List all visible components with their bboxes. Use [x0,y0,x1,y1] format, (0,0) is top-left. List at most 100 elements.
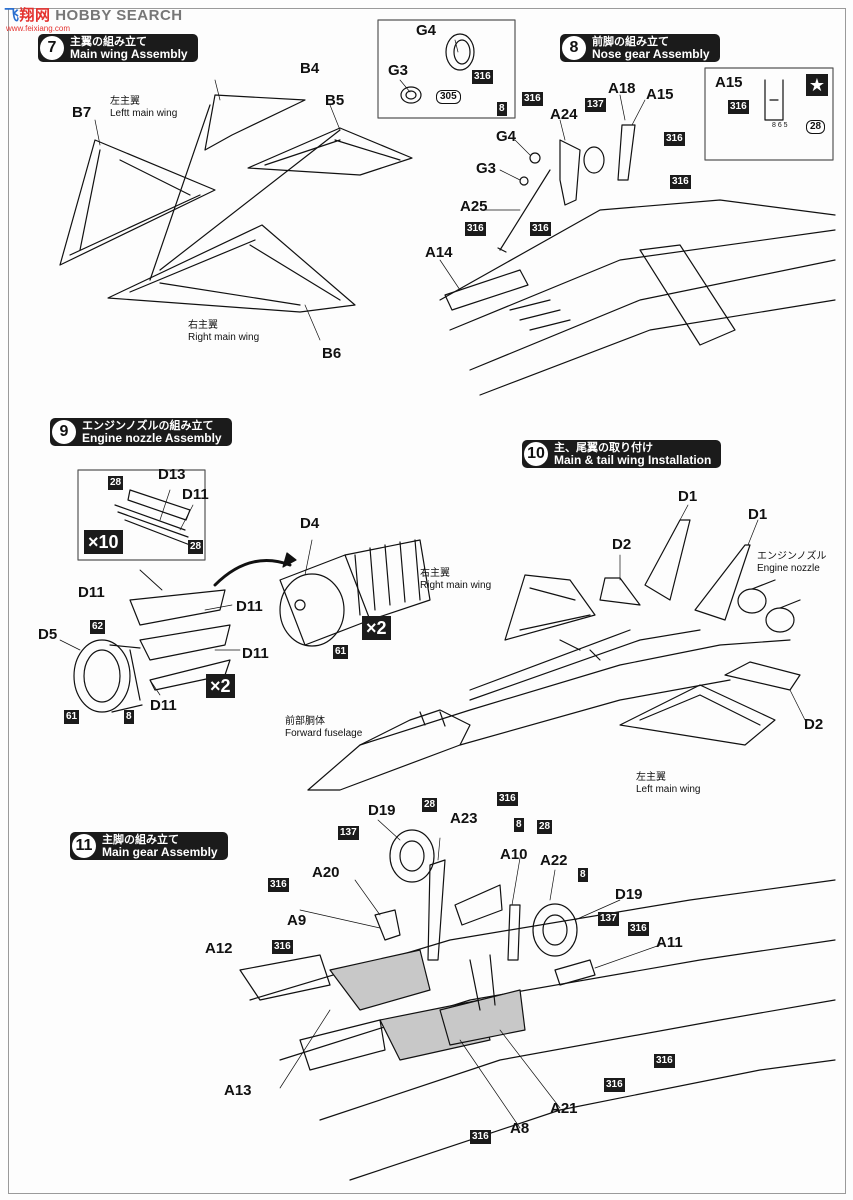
paint-code: 316 [465,222,486,236]
step-9-number: 9 [52,420,76,444]
part-label: D1 [748,506,768,523]
part-label: A15 [715,74,743,91]
paint-code: 316 [670,175,691,189]
step-10-title-en: Main & tail wing Installation [554,453,712,467]
part-label: A11 [656,934,683,951]
step10-drawing [307,519,801,791]
part-label: D11 [182,486,209,503]
multiplier-badge: ×2 [206,674,235,698]
step8-drawing [439,124,836,396]
paint-code: 316 [604,1078,625,1092]
paint-code: 316 [497,792,518,806]
part-label: A12 [205,940,233,957]
leader-lines [59,39,806,1129]
paint-code: 137 [585,98,606,112]
paint-code: 8 [578,868,588,882]
part-label: A10 [500,846,528,863]
step-8-title-jp: 前脚の組み立て [592,36,669,48]
part-label: B7 [72,104,92,121]
part-label: A21 [550,1100,578,1117]
part-label: A14 [425,244,453,261]
paint-code: 316 [268,878,289,892]
part-label: D13 [158,466,186,483]
step-11-number: 11 [72,834,96,858]
part-label: D4 [300,515,320,532]
part-label: A8 [510,1120,530,1137]
paint-code: 316 [628,922,649,936]
part-label: A24 [550,106,578,123]
part-label: B6 [322,345,342,362]
part-label: B4 [300,60,320,77]
box-marks: 8 6 5 [772,122,788,129]
paint-code: 28 [108,476,124,490]
paint-code: 316 [664,132,685,146]
step11-drawing [239,829,836,1181]
paint-code: 316 [530,222,551,236]
part-label: A15 [646,86,674,103]
paint-code: 61 [333,645,349,659]
step-10-title-jp: 主、尾翼の取り付け [554,442,653,454]
paint-code: 316 [272,940,293,954]
step-9-title-jp: エンジンノズルの組み立て [82,420,214,432]
part-label: D19 [615,886,643,903]
part-label: D11 [242,645,269,662]
part-label: A18 [608,80,636,97]
part-label: G4 [416,22,437,39]
part-label: D1 [678,488,698,505]
paint-code: 137 [338,826,359,840]
part-label: A20 [312,864,340,881]
part-label: D19 [368,802,396,819]
part-label: D2 [612,536,632,553]
step-8-number: 8 [562,36,586,60]
step-11-title-jp: 主脚の組み立て [102,834,179,846]
paint-code: 316 [728,100,749,114]
multiplier-badge: ×2 [362,616,391,640]
step-7-title-en: Main wing Assembly [70,47,188,61]
paint-code: 62 [90,620,106,634]
part-label: D11 [78,584,105,601]
paint-code: 28 [422,798,438,812]
step-9-title-en: Engine nozzle Assembly [82,431,222,445]
paint-code: 137 [598,912,619,926]
part-label: B5 [325,92,345,109]
part-label: A23 [450,810,478,827]
watermark-url: www.feixiang.com [6,24,71,33]
paint-code: 28 [806,120,826,134]
part-label: G4 [496,128,517,145]
multiplier-badge: ×10 [84,530,123,554]
part-label: D11 [150,697,177,714]
part-label: D5 [38,626,58,643]
paint-code: 316 [470,1130,491,1144]
paint-code: 305 [436,90,461,104]
part-label: G3 [476,160,497,177]
part-label: A25 [460,198,488,215]
paint-code: 61 [64,710,80,724]
paint-code: 28 [537,820,553,834]
paint-code: 28 [188,540,204,554]
part-label: A9 [287,912,307,929]
part-label: G3 [388,62,409,79]
step7-drawing [59,94,413,313]
part-label: D11 [236,598,263,615]
step-7-title-jp: 主翼の組み立て [70,36,147,48]
paint-code: 316 [654,1054,675,1068]
step-10-number: 10 [524,442,548,466]
part-label: D2 [804,716,824,733]
step-8-title-en: Nose gear Assembly [592,47,710,61]
step-11-title-en: Main gear Assembly [102,845,218,859]
star-icon: ★ [806,74,828,96]
paint-code: 316 [472,70,493,84]
paint-code: 8 [497,102,507,116]
